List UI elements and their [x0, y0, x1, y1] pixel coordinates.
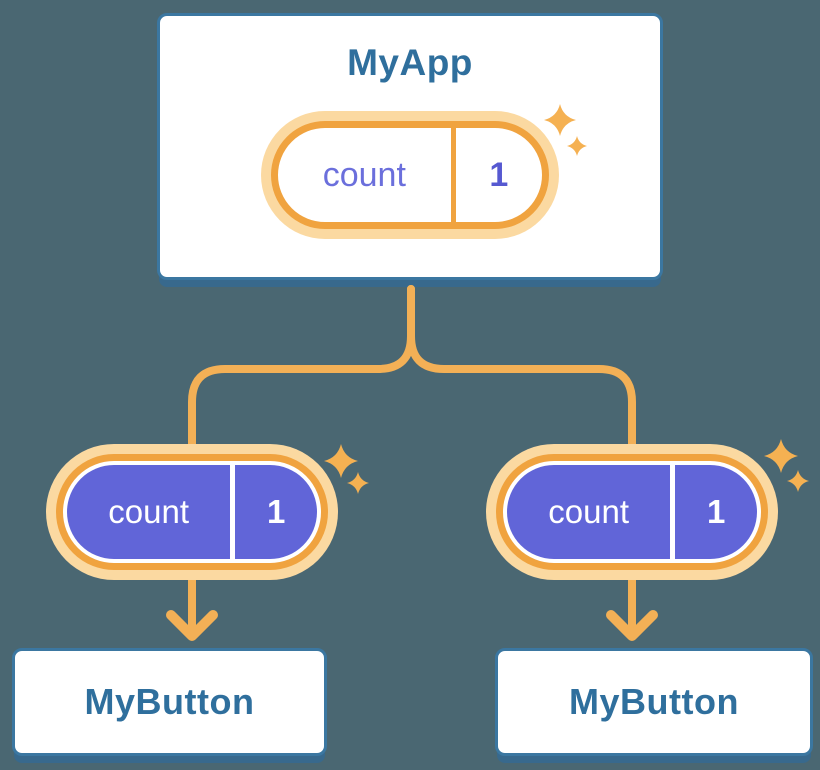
sparkle-icon-small-root	[567, 136, 587, 156]
props-pill-left: count 1	[46, 444, 338, 580]
props-pill-right-ring: count 1	[496, 454, 768, 570]
prop-value-label-right: 1	[706, 493, 726, 530]
component-title-mybutton-right: MyButton	[569, 681, 739, 722]
component-title-mybutton-left: MyButton	[84, 681, 255, 722]
arrow-down-icon-right	[606, 610, 658, 641]
props-pill-left-core: count 1	[67, 465, 317, 559]
props-pill-left-ring: count 1	[56, 454, 328, 570]
sparkle-icon-small-right	[787, 470, 809, 492]
state-pill-root-core: count 1	[271, 121, 549, 229]
sparkle-icon-large-left	[324, 444, 358, 478]
component-card-mybutton-left: MyButton	[12, 648, 327, 756]
sparkle-icon-large-root	[544, 104, 576, 136]
props-pill-right: count 1	[486, 444, 778, 580]
props-pill-right-core: count 1	[507, 465, 757, 559]
component-card-mybutton-right: MyButton	[495, 648, 813, 756]
pill-divider	[670, 465, 676, 559]
prop-value-label-left: 1	[266, 493, 286, 530]
pill-divider	[450, 128, 456, 222]
sparkle-icon-small-left	[347, 472, 369, 494]
state-name-label: count	[322, 155, 406, 194]
arrow-down-icon-left	[166, 610, 218, 641]
sparkle-icon-large-right	[764, 439, 798, 473]
state-pill-root: count 1	[261, 111, 559, 239]
prop-name-label-right: count	[548, 493, 630, 530]
prop-name-label-left: count	[108, 493, 190, 530]
connector-right-branch	[407, 285, 636, 635]
pill-divider	[230, 465, 236, 559]
component-title-myapp: MyApp	[347, 42, 473, 83]
state-value-label: 1	[489, 155, 509, 194]
